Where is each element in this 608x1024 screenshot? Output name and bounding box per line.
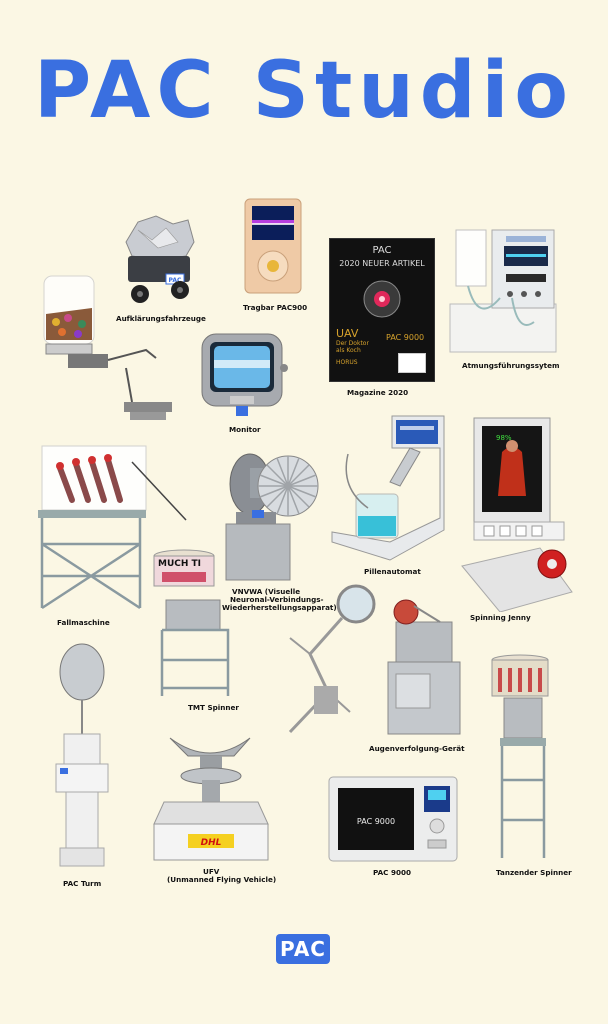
caption-ufv: UFV	[203, 867, 220, 876]
magazine-headline: 2020 NEUER ARTIKEL	[339, 259, 425, 268]
pac-9000-image: PAC 9000	[328, 776, 458, 862]
caption-tmt-spinner: TMT Spinner	[188, 703, 239, 712]
caption-vnvwa-3: Wiederherstellungsapparat)	[222, 603, 337, 612]
caption-vnvwa-1: VNVWA (Visuelle	[232, 587, 301, 596]
caption-tragbar-pac900: Tragbar PAC900	[243, 303, 308, 312]
spinning-jenny-image: 98%	[460, 416, 574, 613]
magazine-line2: als Koch	[336, 347, 361, 354]
magazine-model: PAC 9000	[386, 333, 425, 342]
caption-pac-turm: PAC Turm	[63, 879, 102, 888]
caption-ufv-2: (Unmanned Flying Vehicle)	[167, 875, 277, 884]
pac-9000-screen-text: PAC 9000	[357, 817, 395, 826]
magazine-uav: UAV	[336, 327, 359, 340]
tanzender-spinner-image	[488, 654, 558, 860]
caption-spinning-jenny: Spinning Jenny	[470, 613, 531, 622]
jenny-screen-text: 98%	[496, 434, 512, 442]
caption-aufklaerungsfahrzeuge: Aufklärungsfahrzeuge	[116, 314, 206, 323]
atmungsfuehrungssystem-image	[448, 224, 558, 354]
gumball-dispenser-image	[38, 274, 174, 424]
page-title: PAC Studio	[34, 46, 574, 136]
caption-magazine-2020: Magazine 2020	[347, 388, 409, 397]
magazine-brand: PAC	[372, 245, 392, 256]
caption-tanzender-spinner: Tanzender Spinner	[496, 868, 572, 877]
magazine-line1: Der Doktor	[336, 340, 369, 347]
tragbar-pac900-image	[244, 198, 302, 294]
pac-logo: PAC	[276, 934, 330, 964]
aufklaerungsfahrzeug-image: PAC	[118, 212, 200, 308]
augenverfolgung-image	[270, 582, 464, 744]
fallmaschine-image	[36, 444, 196, 612]
caption-monitor: Monitor	[229, 425, 261, 434]
vnvwa-image	[222, 442, 320, 582]
caption-atmungsfuehrungssytem: Atmungsführungssytem	[462, 361, 560, 370]
magazine-2020-image: PAC 2020 NEUER ARTIKEL UAV Der Doktor al…	[329, 238, 435, 382]
monitor-image	[200, 330, 290, 420]
magazine-thumbnail	[398, 353, 426, 373]
caption-fallmaschine: Fallmaschine	[57, 618, 110, 627]
caption-pillenautomat: Pillenautomat	[364, 567, 421, 576]
tmt-spinner-image: MUCH TI	[152, 548, 236, 698]
magazine-horus: HORUS	[336, 359, 358, 366]
tmt-banner-text: MUCH TI	[158, 559, 201, 569]
caption-augenverfolgung-geraet: Augenverfolgung-Gerät	[369, 744, 465, 753]
caption-pac-9000: PAC 9000	[373, 868, 411, 877]
dhl-label: DHL	[201, 838, 222, 848]
pac-turm-image	[46, 642, 124, 872]
pillenautomat-image	[330, 412, 450, 562]
ufv-image: DHL	[150, 728, 272, 862]
caption-vnvwa-2: Neuronal-Verbindungs-	[230, 595, 324, 604]
svg-text:PAC: PAC	[169, 277, 182, 284]
